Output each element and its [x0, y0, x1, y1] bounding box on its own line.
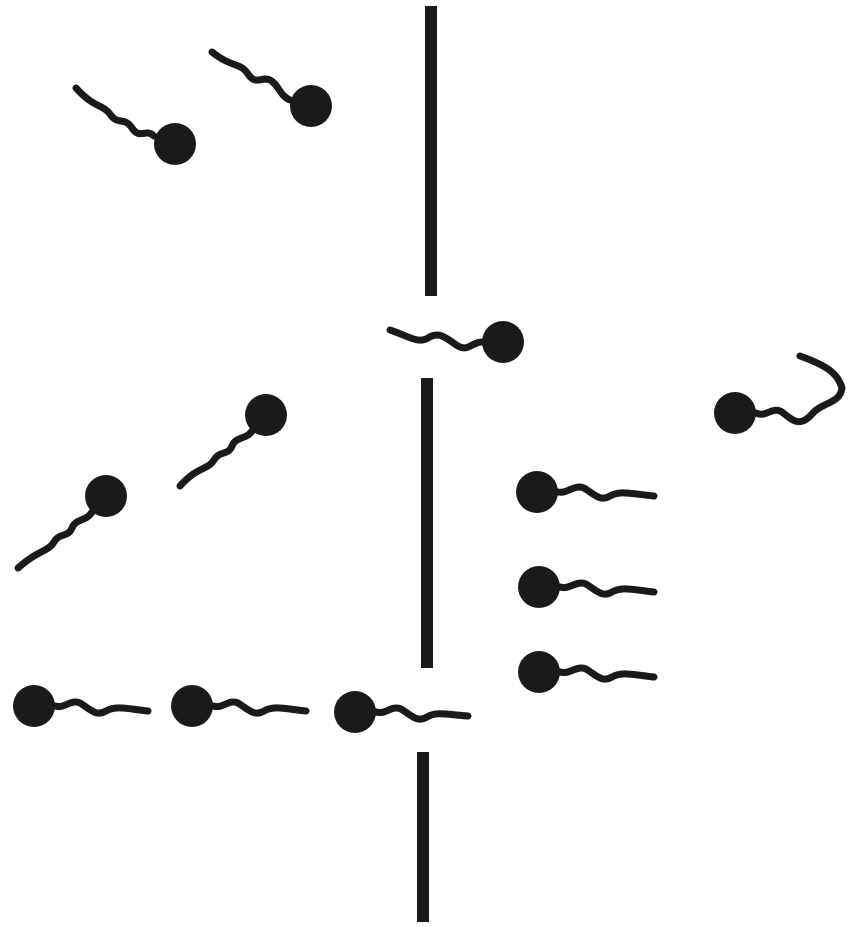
flagellum [180, 431, 252, 486]
organism-head [518, 651, 560, 693]
organism-bottom-row-2 [171, 685, 306, 727]
organism-head [518, 566, 560, 608]
organism-right-row-3 [518, 651, 654, 693]
organism-left-upper-2 [212, 52, 332, 127]
organism-head [13, 685, 55, 727]
organism-head [154, 123, 196, 165]
organism-head [516, 471, 558, 513]
flagellum [212, 52, 290, 100]
organism-right-row-2 [518, 566, 654, 608]
organism-head [482, 321, 524, 363]
organism-right-row-1 [516, 471, 654, 513]
flagellum [376, 708, 468, 719]
organism-head [290, 85, 332, 127]
organism-head [334, 691, 376, 733]
flagellum [55, 702, 148, 713]
organism-gap-upper [390, 321, 524, 363]
organism-bottom-row-1 [13, 685, 148, 727]
organism-right-isolated [714, 356, 842, 434]
flagellum [560, 583, 654, 594]
flagellum [560, 668, 654, 679]
organism-head [714, 392, 756, 434]
flagellum [756, 356, 842, 422]
organism-head [245, 394, 287, 436]
organism-left-upper-1 [76, 88, 196, 165]
organism-gap-lower [334, 691, 468, 733]
organism-head [85, 475, 127, 517]
flagellum [558, 487, 654, 498]
organism-head [171, 685, 213, 727]
barrier-wall [423, 6, 431, 922]
flagellum [18, 512, 92, 568]
flagellum [390, 330, 482, 348]
flagellum [76, 88, 154, 136]
flagellum [213, 702, 306, 713]
organism-left-middle-1 [180, 394, 287, 486]
organism-left-middle-2 [18, 475, 127, 568]
